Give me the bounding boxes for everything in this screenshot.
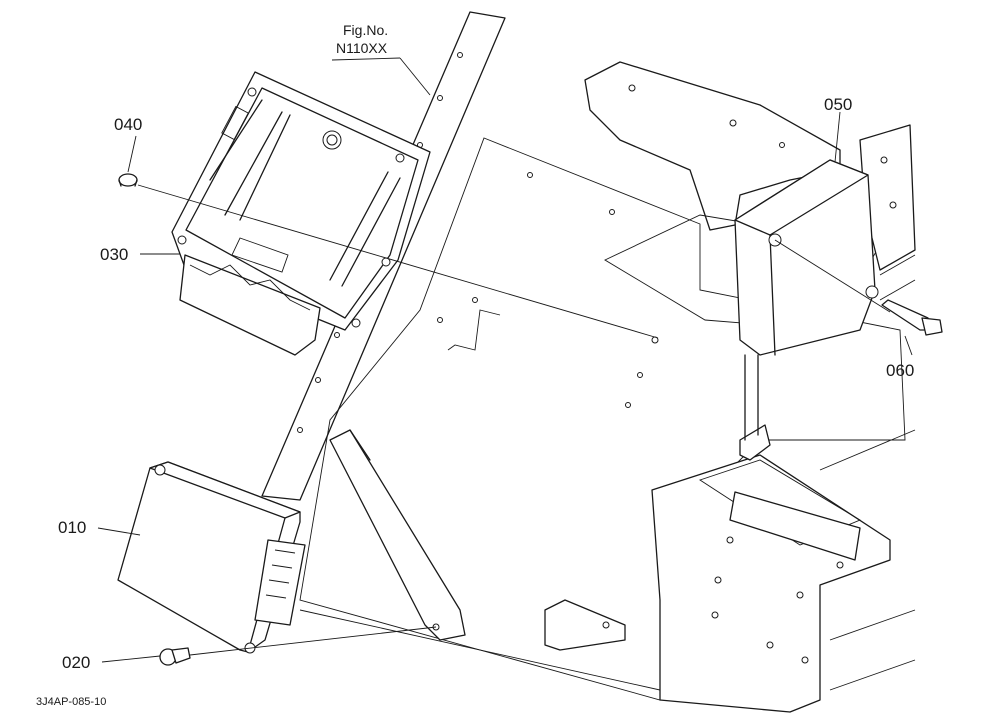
angle-bracket <box>329 429 466 641</box>
bolt-060 <box>881 299 943 336</box>
small-bracket <box>544 599 626 651</box>
figure-ref-line2: N110XX <box>336 40 388 56</box>
ecu-module-010 <box>117 461 306 654</box>
ecu-unit-030 <box>171 71 431 356</box>
callout-leaders <box>97 57 913 663</box>
lower-frame <box>651 354 916 713</box>
figure-ref-line1: Fig.No. <box>343 22 388 38</box>
drawing-code: 3J4AP-085-10 <box>36 696 106 708</box>
callout-040: 040 <box>114 115 142 134</box>
bolt-040 <box>118 173 138 187</box>
callout-030: 030 <box>100 245 128 264</box>
bolt-020 <box>159 647 191 666</box>
assembly-lines <box>137 184 891 691</box>
callout-020: 020 <box>62 653 90 672</box>
callout-010: 010 <box>58 518 86 537</box>
callout-050: 050 <box>824 95 852 114</box>
callout-060: 060 <box>886 361 914 380</box>
